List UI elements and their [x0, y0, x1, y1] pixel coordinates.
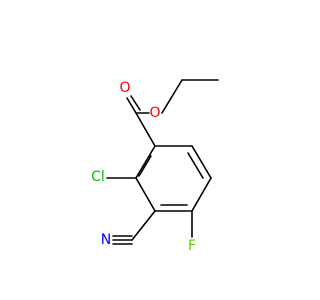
ring-bond-c4-c5 [191, 177, 212, 212]
atom-fluorine: F [188, 238, 196, 254]
atom-nitrile-nitrogen: N [101, 232, 111, 248]
ring-bond-c2-c3 [135, 177, 156, 212]
atom-label-layer: O O Cl N F [91, 80, 196, 254]
bond-c3-nitrile-carbon [131, 210, 156, 241]
bond-layer [106, 79, 219, 245]
bond-carbonyl-double-b [130, 95, 141, 111]
molecule-structure: O O Cl N F [91, 79, 219, 254]
ring-bond-c1-c2-inner [138, 155, 152, 177]
bond-c1-carbonyl-carbon [135, 112, 156, 147]
atom-chlorine: Cl [91, 169, 105, 185]
ring-bond-c1-c2 [135, 145, 156, 179]
ring-bond-c5-c6 [191, 145, 212, 179]
atom-carbonyl-oxygen: O [119, 80, 130, 96]
ring-bond-c5-c6-inner [187, 152, 204, 179]
bond-carbonyl-double-a [126, 97, 137, 114]
atom-ester-oxygen: O [149, 105, 160, 121]
bond-ester-oxygen-ch2 [161, 79, 183, 114]
